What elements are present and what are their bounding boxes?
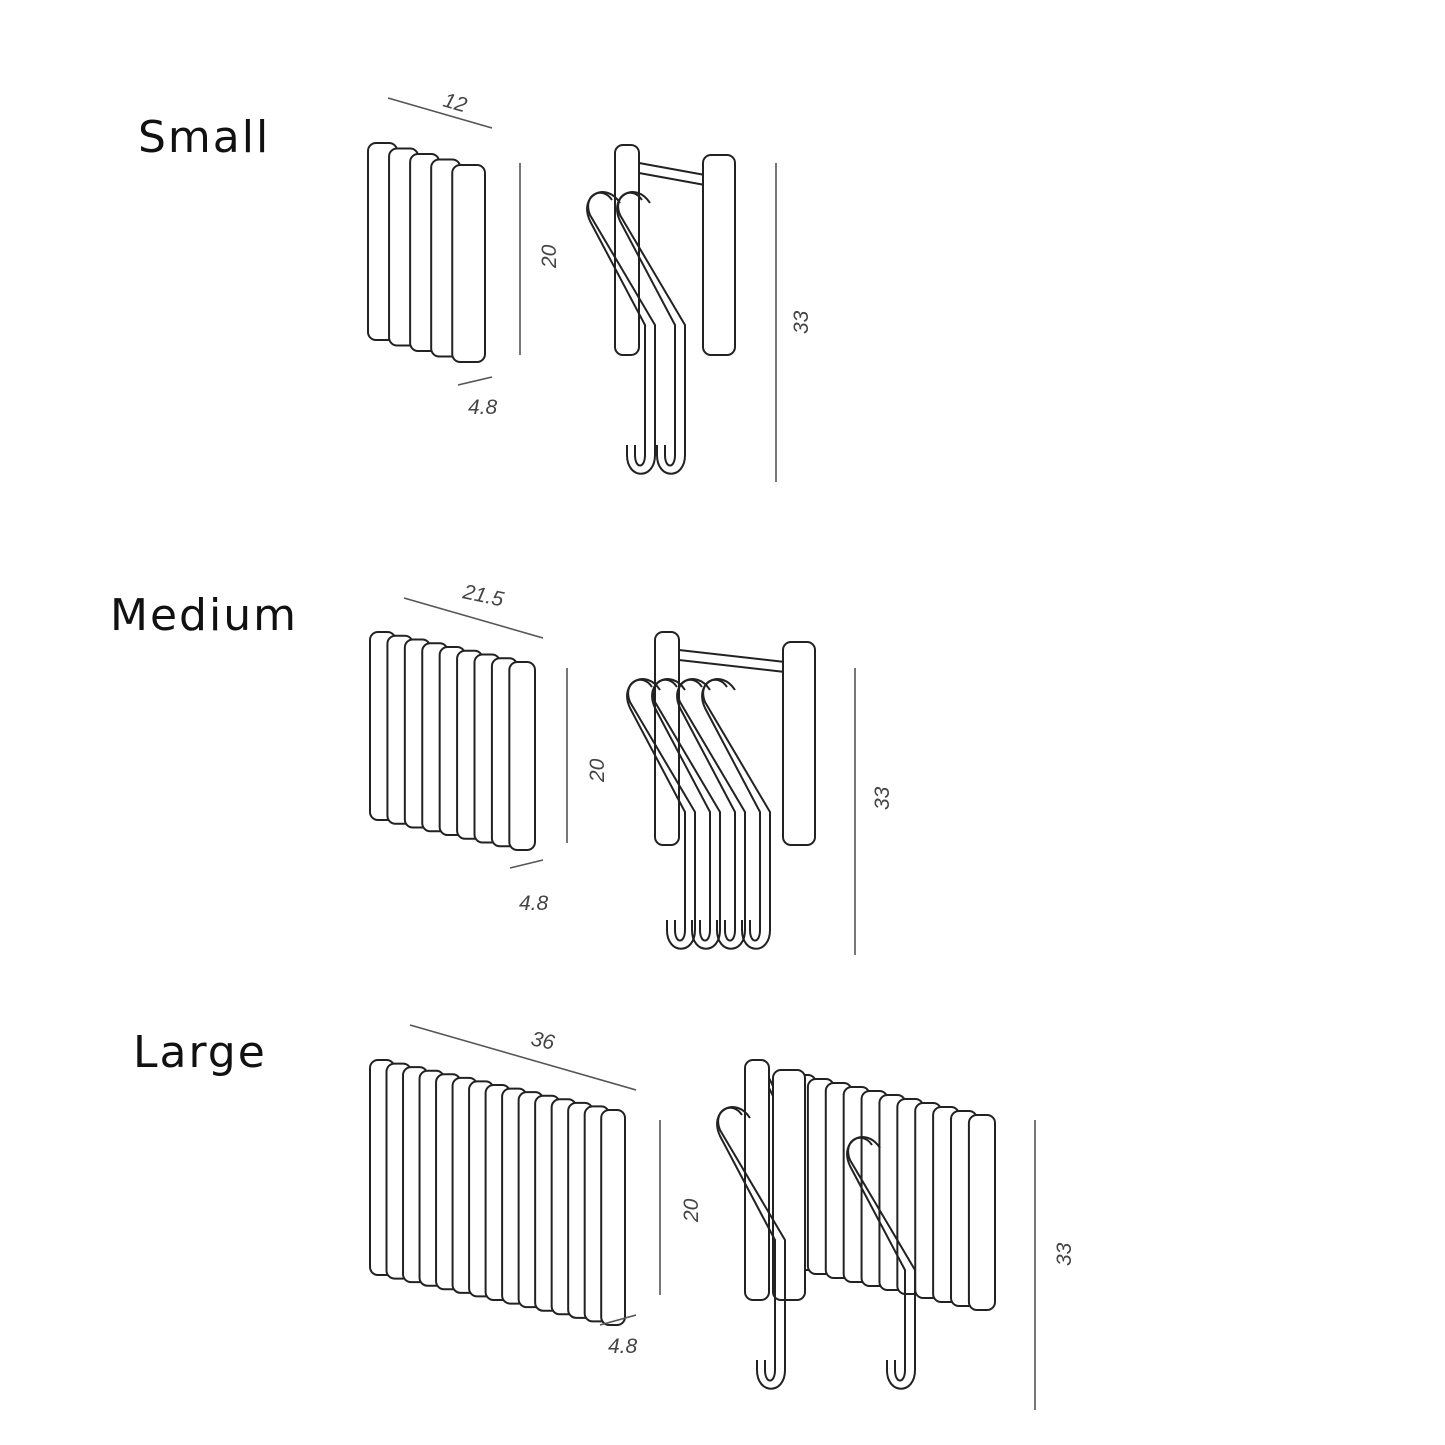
medium-hooks-rail-right — [782, 641, 816, 846]
large-width-line — [409, 1024, 637, 1091]
medium-height-value: 20 — [586, 758, 609, 783]
small-depth-line — [457, 376, 493, 386]
small-hooks-rail-right — [702, 154, 736, 356]
small-rack-strip — [451, 164, 486, 363]
medium-hooks-hook-inner — [701, 678, 761, 942]
medium-hooks-hook-inner — [676, 678, 736, 942]
large-hooks-b-hook-inner — [846, 1136, 906, 1382]
medium-total-height-value: 33 — [871, 786, 894, 810]
large-height-value: 20 — [680, 1198, 703, 1223]
medium-hooks-bar — [678, 649, 786, 663]
medium-depth-value: 4.8 — [519, 892, 549, 915]
medium-depth-line — [509, 859, 544, 869]
large-hooks-rack-strip — [967, 1114, 997, 1311]
label-small: Small — [138, 112, 271, 163]
large-hooks-a-hook-inner — [716, 1106, 776, 1382]
small-width-line — [387, 97, 493, 129]
small-hooks-bar — [638, 172, 706, 186]
label-large: Large — [133, 1027, 267, 1078]
medium-hooks-hook-inner — [626, 678, 686, 942]
small-total-height-value: 33 — [790, 310, 813, 334]
large-hooks-a-rail-left — [744, 1059, 770, 1301]
small-hooks-hook-inner — [586, 191, 646, 467]
small-depth-value: 4.8 — [468, 396, 498, 419]
large-width-value: 36 — [529, 1027, 557, 1054]
medium-rack-strip — [508, 661, 537, 851]
medium-width-line — [403, 597, 544, 639]
medium-hooks-rail-left — [654, 631, 680, 846]
large-depth-line — [599, 1314, 637, 1326]
large-hooks-a-rail-right — [772, 1069, 806, 1301]
small-hooks-hook-inner — [616, 191, 676, 467]
small-height-value: 20 — [538, 244, 561, 269]
large-rack-strip — [600, 1109, 627, 1326]
large-depth-value: 4.8 — [608, 1335, 638, 1358]
medium-hooks-hook-inner — [651, 678, 711, 942]
small-hooks-bar — [638, 162, 706, 176]
large-total-height-value: 33 — [1053, 1242, 1076, 1266]
label-medium: Medium — [110, 590, 298, 641]
medium-hooks-bar — [678, 659, 786, 673]
small-width-value: 12 — [441, 89, 470, 118]
medium-width-value: 21.5 — [460, 580, 506, 611]
